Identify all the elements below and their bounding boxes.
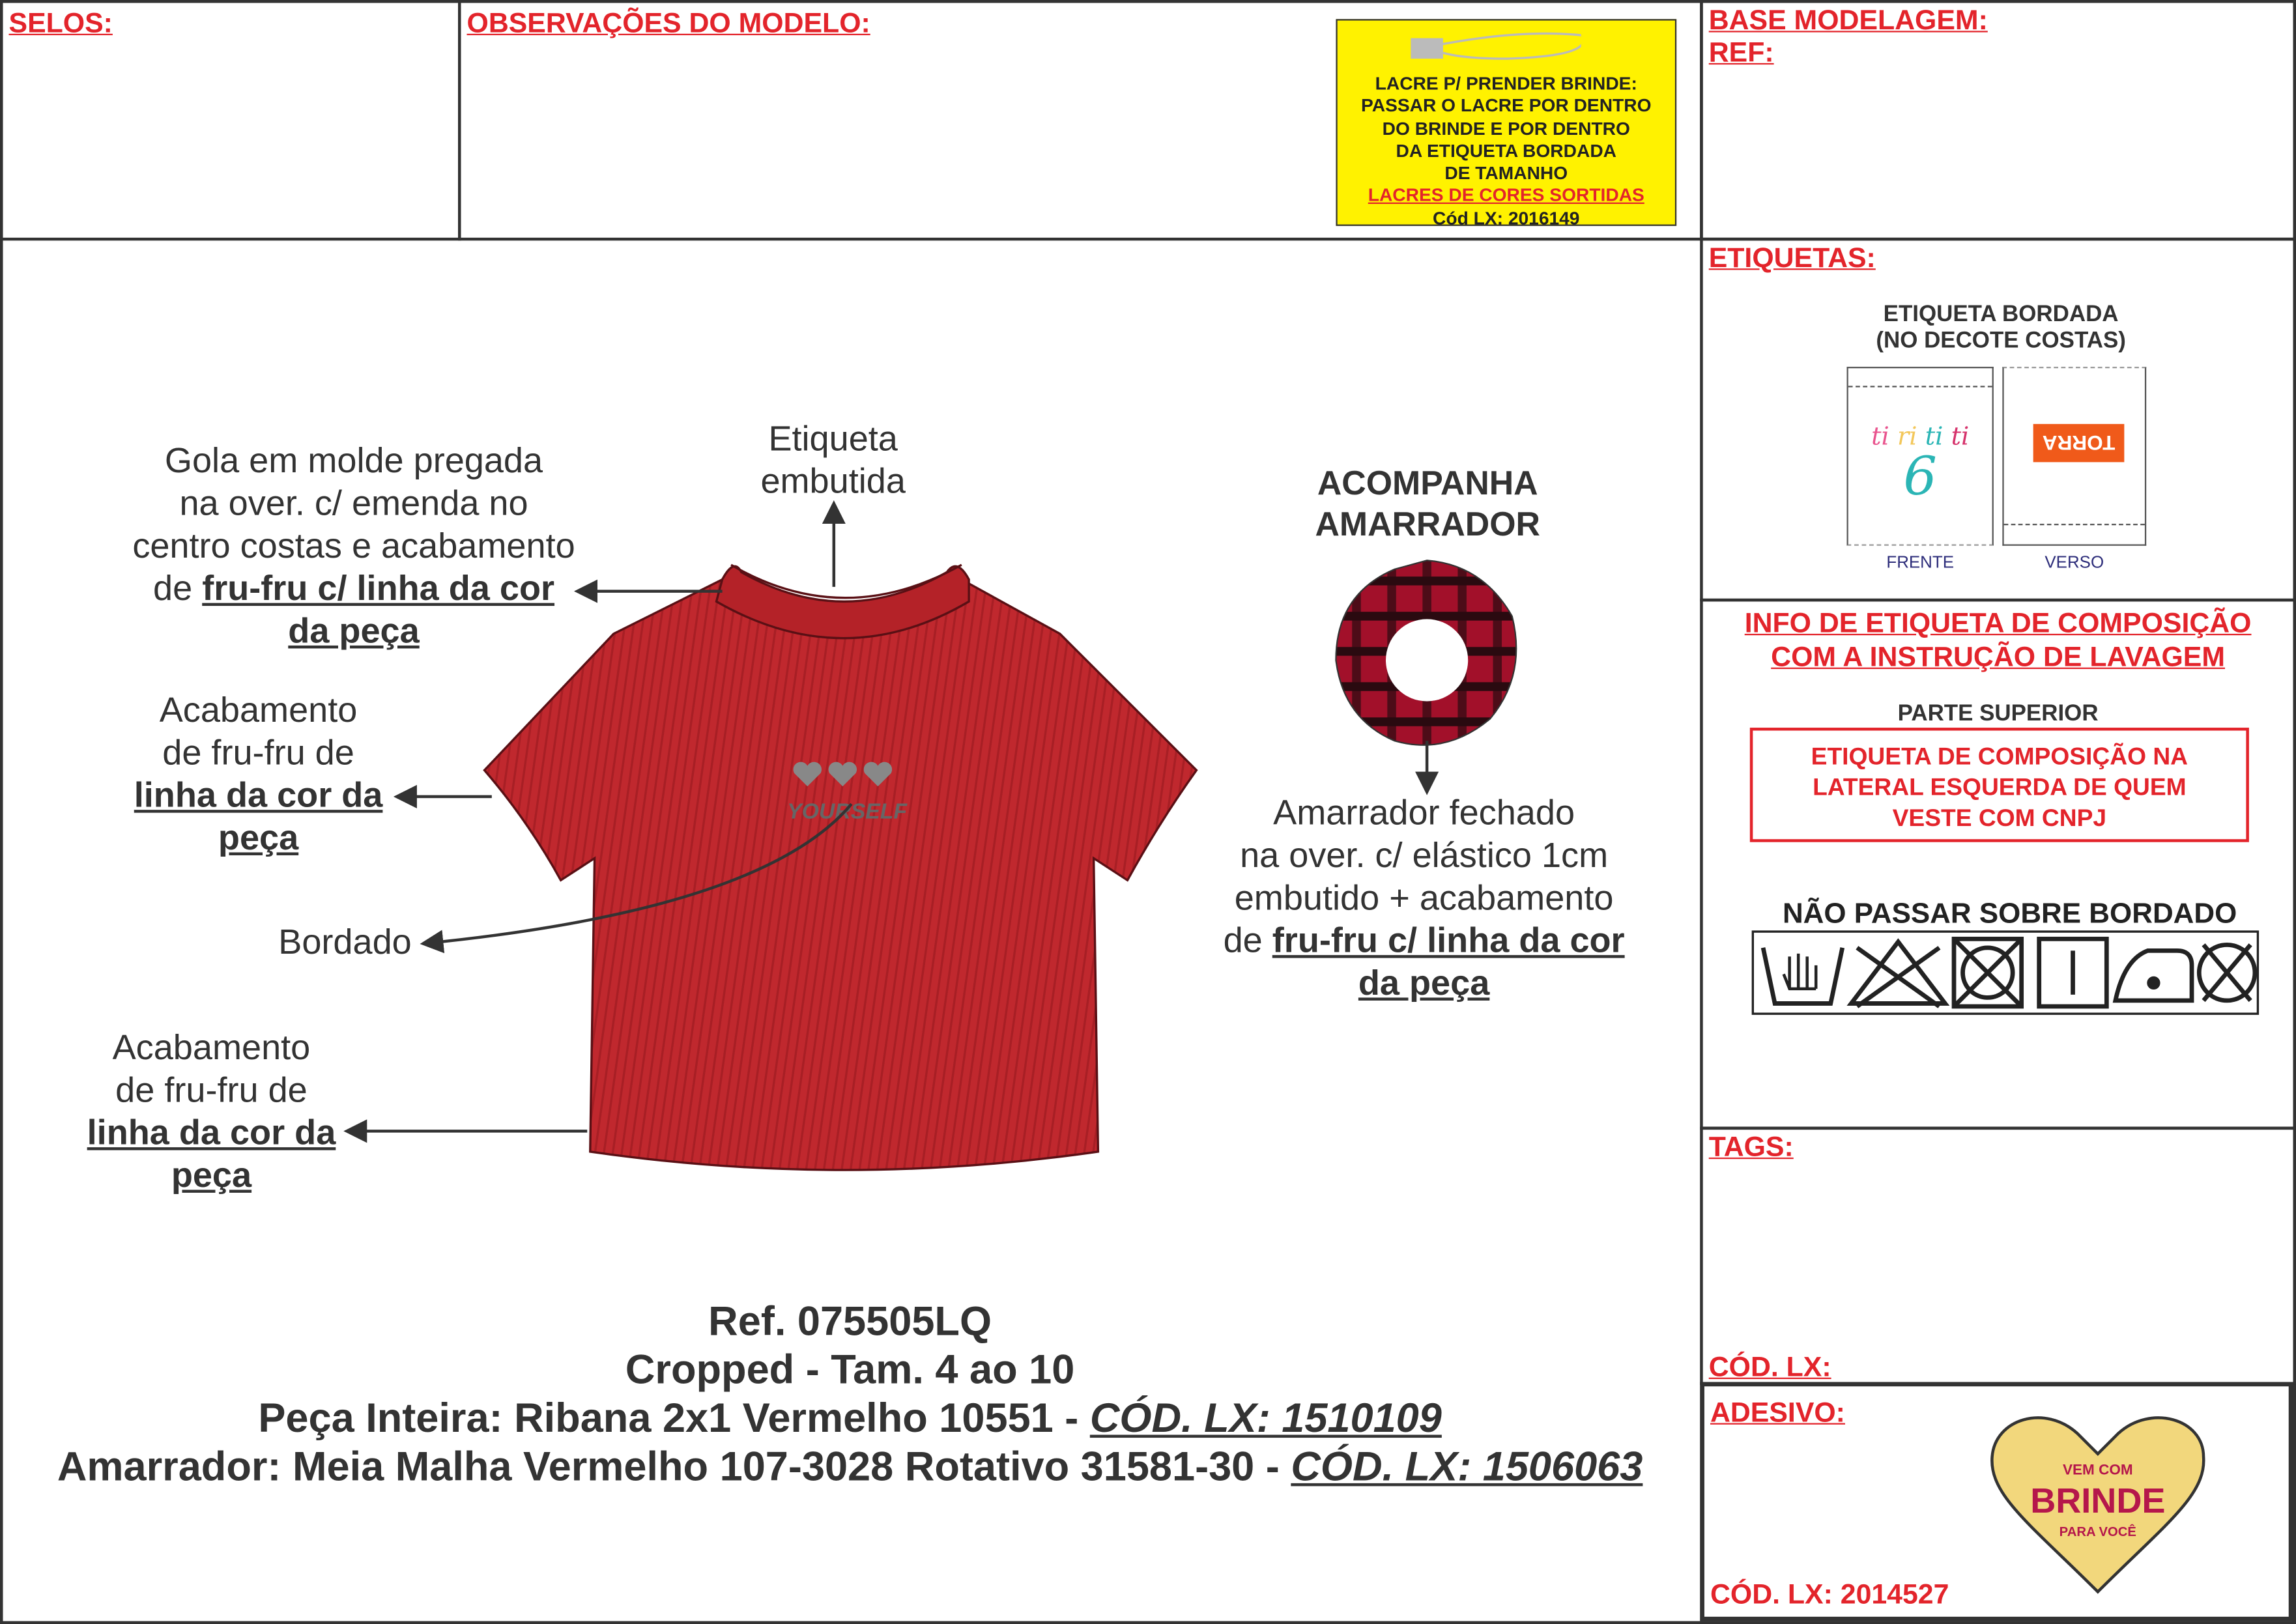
garment-drawing: YOURSELF (343, 500, 1517, 1171)
tags-section: TAGS: CÓD. LX: (1700, 1126, 2296, 1385)
tags-title: TAGS: (1708, 1132, 1794, 1163)
svg-text:PARA VOCÊ: PARA VOCÊ (2059, 1524, 2136, 1539)
observacoes-section: OBSERVAÇÕES DO MODELO: LACRE P/ PRENDER … (457, 0, 1703, 241)
back-brand-logo: TORRA (2033, 423, 2125, 463)
etiquetas-title: ETIQUETAS: (1708, 243, 1876, 275)
etiquetas-section: ETIQUETAS: ETIQUETA BORDADA (NO DECOTE C… (1700, 237, 2296, 602)
label-front: ti ri ti ti 6 (1846, 367, 1994, 546)
iron-low-icon (2112, 948, 2194, 1003)
base-title: BASE MODELAGEM: (1708, 6, 1988, 37)
spec-ref: Ref. 075505LQ (708, 1298, 992, 1344)
ref-label: REF: (1708, 38, 1774, 69)
embroidery-text: YOURSELF (787, 799, 908, 824)
spec-fabric: Peça Inteira: Ribana 2x1 Vermelho 10551 … (258, 1395, 1442, 1441)
adesivo-section: ADESIVO: CÓD. LX: 2014527 VEM COM BRINDE… (1700, 1382, 2293, 1621)
front-brand-logo: ti ri ti ti (1871, 422, 1970, 452)
svg-text:VEM COM: VEM COM (2063, 1461, 2133, 1477)
cropped-top-illustration: YOURSELF (483, 563, 1198, 1171)
spec-model: Cropped - Tam. 4 ao 10 (625, 1346, 1075, 1393)
front-caption: FRENTE (1886, 554, 1955, 573)
brinde-heart-sticker: VEM COM BRINDE PARA VOCÊ (1990, 1416, 2205, 1594)
front-size: 6 (1903, 447, 1937, 508)
label-title: ETIQUETA BORDADA (NO DECOTE COSTAS) (1791, 302, 2211, 355)
selos-title: SELOS: (8, 8, 113, 40)
adesivo-title: ADESIVO: (1710, 1398, 1845, 1429)
label-title-line: (NO DECOTE COSTAS) (1876, 328, 2126, 354)
lacre-seal-icon (1411, 32, 1581, 60)
label-title-line: ETIQUETA BORDADA (1883, 302, 2119, 328)
no-bleach-icon (1846, 938, 1950, 1008)
no-tumble-dry-icon (1951, 936, 2024, 1009)
back-caption: VERSO (2045, 554, 2104, 573)
tags-code: CÓD. LX: (1708, 1352, 1831, 1384)
lacre-line: DO BRINDE E POR DENTRO (1382, 118, 1630, 139)
base-section: BASE MODELAGEM: REF: (1700, 0, 2296, 241)
lacre-highlight: LACRES DE CORES SORTIDAS (1368, 185, 1644, 207)
care-icons (1751, 930, 2260, 1015)
lacre-box: LACRE P/ PRENDER BRINDE: PASSAR O LACRE … (1336, 19, 1677, 229)
parte-superior: PARTE SUPERIOR (1897, 701, 2099, 726)
no-dry-clean-icon (2196, 942, 2258, 1003)
scrunchie-illustration (1335, 560, 1517, 746)
callout-bordado: Bordado (278, 922, 412, 963)
lacre-line: LACRE P/ PRENDER BRINDE: (1375, 73, 1637, 94)
spec-block: Ref. 075505LQ Cropped - Tam. 4 ao 10 Peç… (0, 1297, 1700, 1490)
lacre-line: PASSAR O LACRE POR DENTRO (1361, 96, 1652, 117)
lacre-code: Cód LX: 2016149 (1433, 208, 1580, 229)
svg-text:BRINDE: BRINDE (2030, 1481, 2165, 1520)
adesivo-code: CÓD. LX: 2014527 (1710, 1580, 1949, 1611)
line-dry-icon (2037, 936, 2109, 1009)
label-back: TORRA (2002, 367, 2147, 546)
callout-arrows (343, 500, 1439, 1143)
hand-wash-icon (1760, 947, 1845, 1006)
spec-amarrador: Amarrador: Meia Malha Vermelho 107-3028 … (57, 1444, 1643, 1489)
lacre-line: DE TAMANHO (1444, 163, 1568, 184)
lacre-line: DA ETIQUETA BORDADA (1396, 140, 1617, 162)
observacoes-title: OBSERVAÇÕES DO MODELO: (466, 8, 870, 40)
warning-text: NÃO PASSAR SOBRE BORDADO (1782, 898, 2237, 930)
